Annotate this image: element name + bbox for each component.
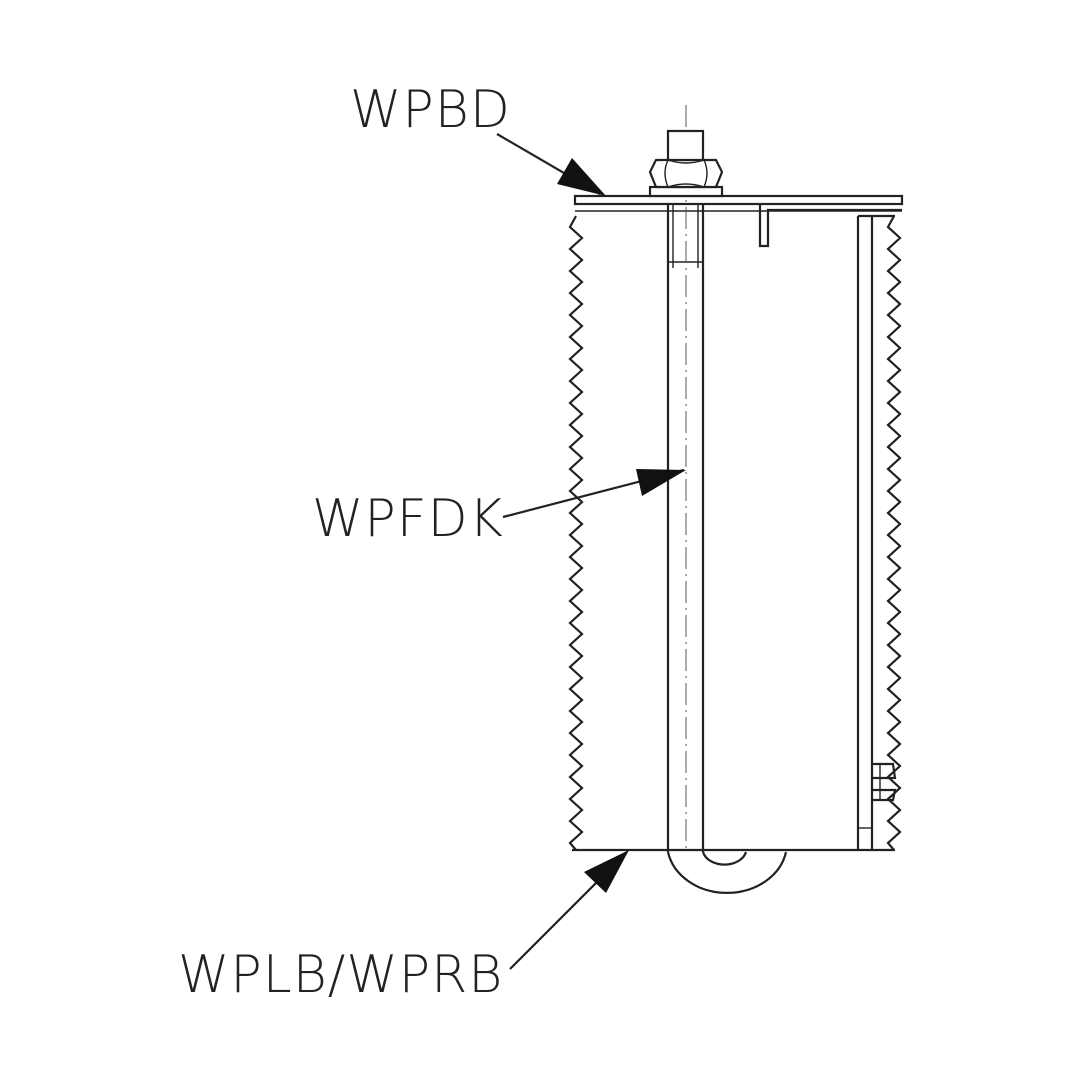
leader-plate-arrow: [557, 158, 606, 196]
angle-bracket: [758, 204, 902, 248]
label-plate: WPBD: [350, 80, 511, 140]
leaders: [496, 133, 686, 970]
leader-base-arrow: [584, 850, 629, 893]
channel-clip: [872, 762, 897, 802]
wall-section: [568, 215, 902, 852]
top-plate: [573, 194, 904, 248]
label-rod: WPFDK: [312, 489, 504, 549]
nut-assembly: [648, 129, 724, 198]
leader-rod-arrow: [636, 469, 686, 496]
right-break-line: [886, 215, 902, 851]
rod-hook: [666, 851, 788, 895]
hex-nut-faces: [664, 159, 708, 188]
plate-strip: [573, 194, 904, 206]
anchor-rod: [666, 105, 788, 895]
hex-nut: [648, 158, 724, 189]
label-base: WPLB/WPRB: [178, 945, 503, 1005]
washer: [648, 185, 724, 198]
edge-channel: [856, 214, 897, 850]
left-break-line: [568, 215, 584, 851]
bolt-tip: [666, 129, 705, 162]
